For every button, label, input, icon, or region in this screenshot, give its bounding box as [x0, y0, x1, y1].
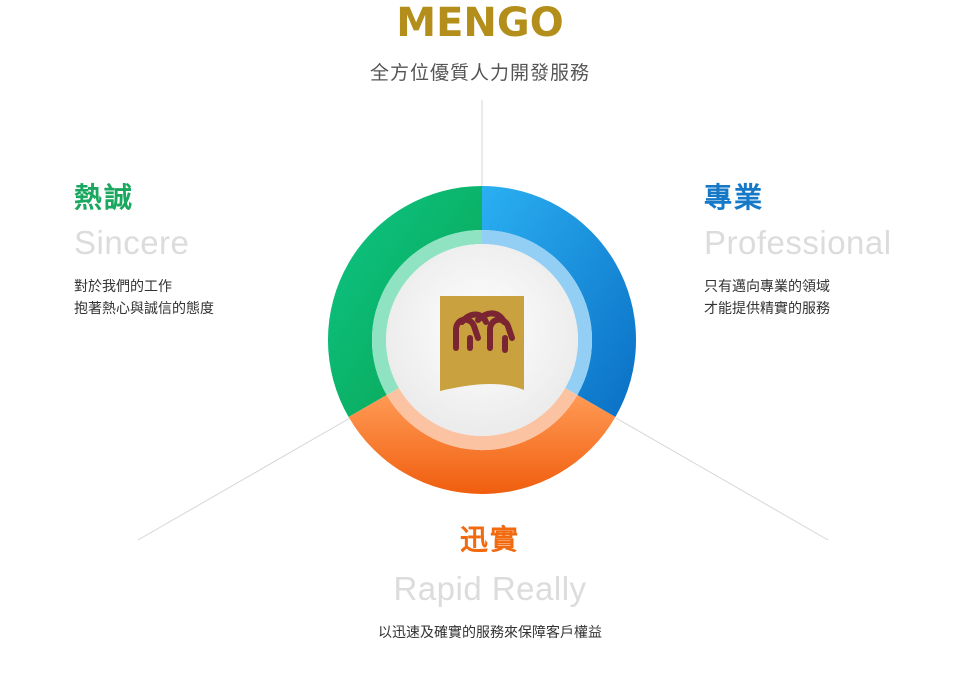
ring-segment-green	[327, 185, 482, 417]
professional-section: 專業 Professional 只有邁向專業的領域 才能提供精實的服務	[704, 176, 892, 320]
rapid-description: 以迅速及確實的服務來保障客戶權益	[340, 622, 640, 644]
sincere-section: 熱誠 Sincere 對於我們的工作 抱著熱心與誠信的態度	[74, 176, 214, 320]
professional-heading: 專業	[704, 181, 765, 214]
rapid-section: 迅實 Rapid Really 以迅速及確實的服務來保障客戶權益	[340, 518, 640, 644]
sincere-english: Sincere	[74, 224, 190, 261]
sincere-line: 對於我們的工作	[74, 279, 172, 295]
ring-segment-blue	[482, 185, 637, 417]
sincere-heading: 熱誠	[74, 181, 135, 214]
mengo-logo-icon	[440, 296, 524, 391]
professional-line: 只有邁向專業的領域	[704, 279, 830, 295]
inner-ring-blue	[482, 230, 593, 395]
sincere-line: 抱著熱心與誠信的態度	[74, 301, 214, 317]
professional-line: 才能提供精實的服務	[704, 301, 830, 317]
brand-subtitle: 全方位優質人力開發服務	[369, 62, 590, 84]
connector-line-left	[137, 417, 351, 541]
rapid-heading: 迅實	[459, 523, 520, 556]
rapid-line: 以迅速及確實的服務來保障客戶權益	[378, 625, 602, 641]
brand-title: MENGO	[396, 0, 564, 46]
sincere-description: 對於我們的工作 抱著熱心與誠信的態度	[74, 276, 214, 320]
professional-english: Professional	[704, 224, 892, 261]
professional-description: 只有邁向專業的領域 才能提供精實的服務	[704, 276, 892, 320]
inner-ring-green	[371, 230, 482, 395]
ring-segment-orange	[348, 395, 616, 495]
inner-ring-orange	[386, 388, 578, 451]
rapid-english: Rapid Really	[393, 570, 587, 607]
connector-line-right	[615, 417, 829, 541]
